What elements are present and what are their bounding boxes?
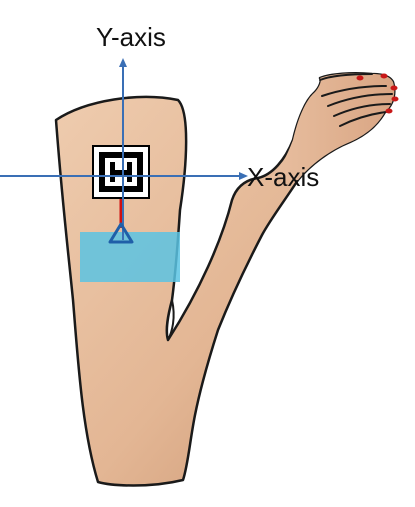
triangle-sensor-icon <box>108 222 134 244</box>
y-axis-label: Y-axis <box>96 22 166 52</box>
finger-lines <box>319 73 393 127</box>
fiducial-marker-icon <box>92 145 150 199</box>
hand-shape <box>270 73 395 180</box>
x-axis-label: X-axis <box>247 162 320 192</box>
elbow-crease <box>167 299 175 341</box>
fingernails <box>356 73 399 114</box>
